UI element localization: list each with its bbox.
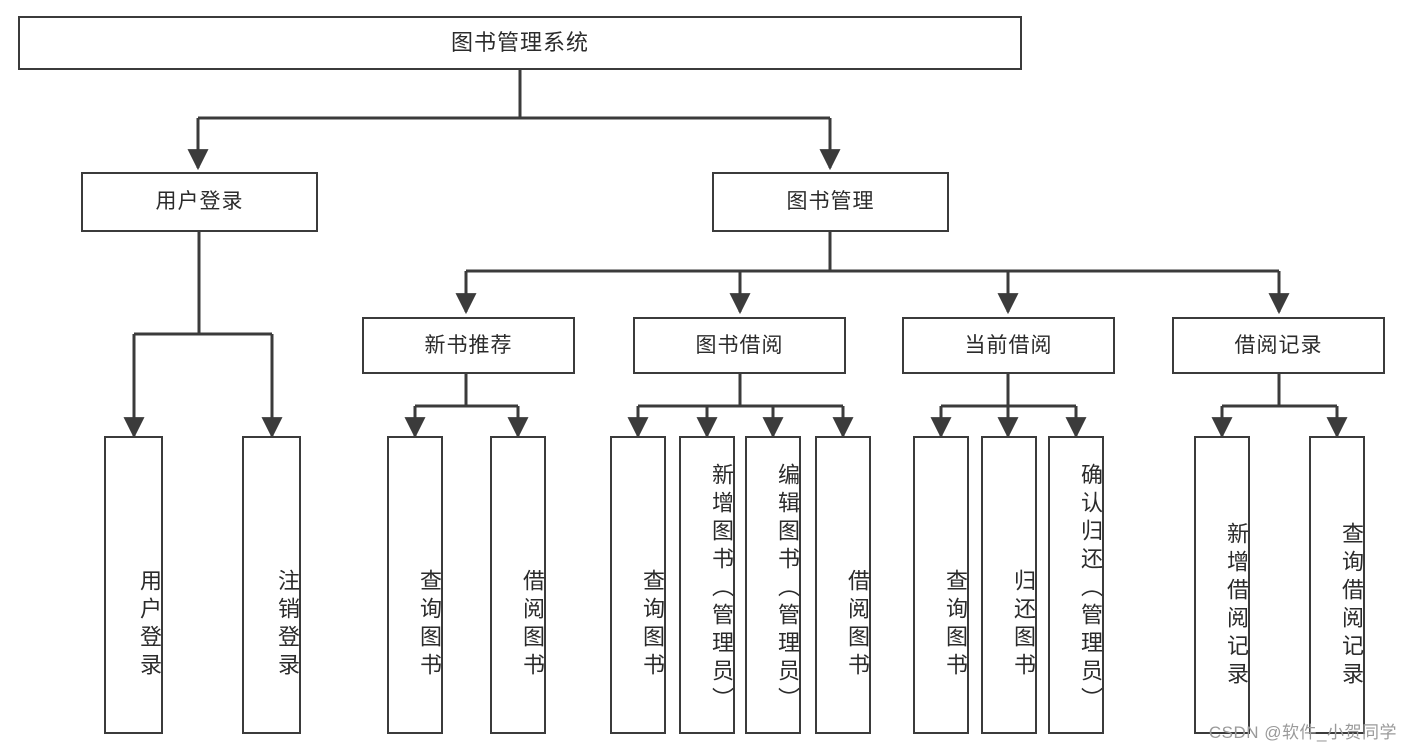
leaf-query-book-1[interactable]: 查询图书 <box>387 436 443 734</box>
node-book-management[interactable]: 图书管理 <box>712 172 949 232</box>
node-borrow-record-label: 借阅记录 <box>1234 333 1323 357</box>
leaf-edit-book[interactable]: 编辑图书（管理员） <box>745 436 801 734</box>
node-root[interactable]: 图书管理系统 <box>18 16 1022 70</box>
leaf-query-record-label: 查询借阅记录 <box>1339 522 1364 690</box>
node-borrow-record[interactable]: 借阅记录 <box>1172 317 1385 374</box>
leaf-confirm-return[interactable]: 确认归还（管理员） <box>1048 436 1104 734</box>
leaf-user-login-label: 用户登录 <box>137 569 162 681</box>
leaf-borrow-book-2[interactable]: 借阅图书 <box>815 436 871 734</box>
leaf-query-book-2-label: 查询图书 <box>640 569 665 681</box>
leaf-borrow-book-1-label: 借阅图书 <box>520 569 545 681</box>
node-current-borrow-label: 当前借阅 <box>964 333 1053 357</box>
node-book-borrow-label: 图书借阅 <box>695 333 784 357</box>
node-book-management-label: 图书管理 <box>786 190 875 214</box>
node-book-borrow[interactable]: 图书借阅 <box>633 317 846 374</box>
leaf-logout-label: 注销登录 <box>275 569 300 681</box>
leaf-user-login[interactable]: 用户登录 <box>104 436 163 734</box>
node-new-book-recommend[interactable]: 新书推荐 <box>362 317 575 374</box>
leaf-add-record-label: 新增借阅记录 <box>1224 522 1249 690</box>
leaf-return-book[interactable]: 归还图书 <box>981 436 1037 734</box>
leaf-edit-book-label: 编辑图书（管理员） <box>775 463 800 715</box>
leaf-borrow-book-1[interactable]: 借阅图书 <box>490 436 546 734</box>
leaf-query-book-1-label: 查询图书 <box>417 569 442 681</box>
leaf-logout[interactable]: 注销登录 <box>242 436 301 734</box>
node-root-label: 图书管理系统 <box>450 29 589 55</box>
watermark-text: CSDN @软件_小贺同学 <box>1208 723 1397 742</box>
leaf-query-record[interactable]: 查询借阅记录 <box>1309 436 1365 734</box>
node-user-login[interactable]: 用户登录 <box>81 172 318 232</box>
node-new-book-recommend-label: 新书推荐 <box>424 333 513 357</box>
leaf-add-book-label: 新增图书（管理员） <box>709 463 734 715</box>
leaf-confirm-return-label: 确认归还（管理员） <box>1078 463 1103 715</box>
leaf-query-book-3-label: 查询图书 <box>943 569 968 681</box>
leaf-return-book-label: 归还图书 <box>1011 569 1036 681</box>
leaf-borrow-book-2-label: 借阅图书 <box>845 569 870 681</box>
leaf-add-book[interactable]: 新增图书（管理员） <box>679 436 735 734</box>
leaf-query-book-3[interactable]: 查询图书 <box>913 436 969 734</box>
node-user-login-label: 用户登录 <box>155 190 244 214</box>
node-current-borrow[interactable]: 当前借阅 <box>902 317 1115 374</box>
leaf-add-record[interactable]: 新增借阅记录 <box>1194 436 1250 734</box>
leaf-query-book-2[interactable]: 查询图书 <box>610 436 666 734</box>
